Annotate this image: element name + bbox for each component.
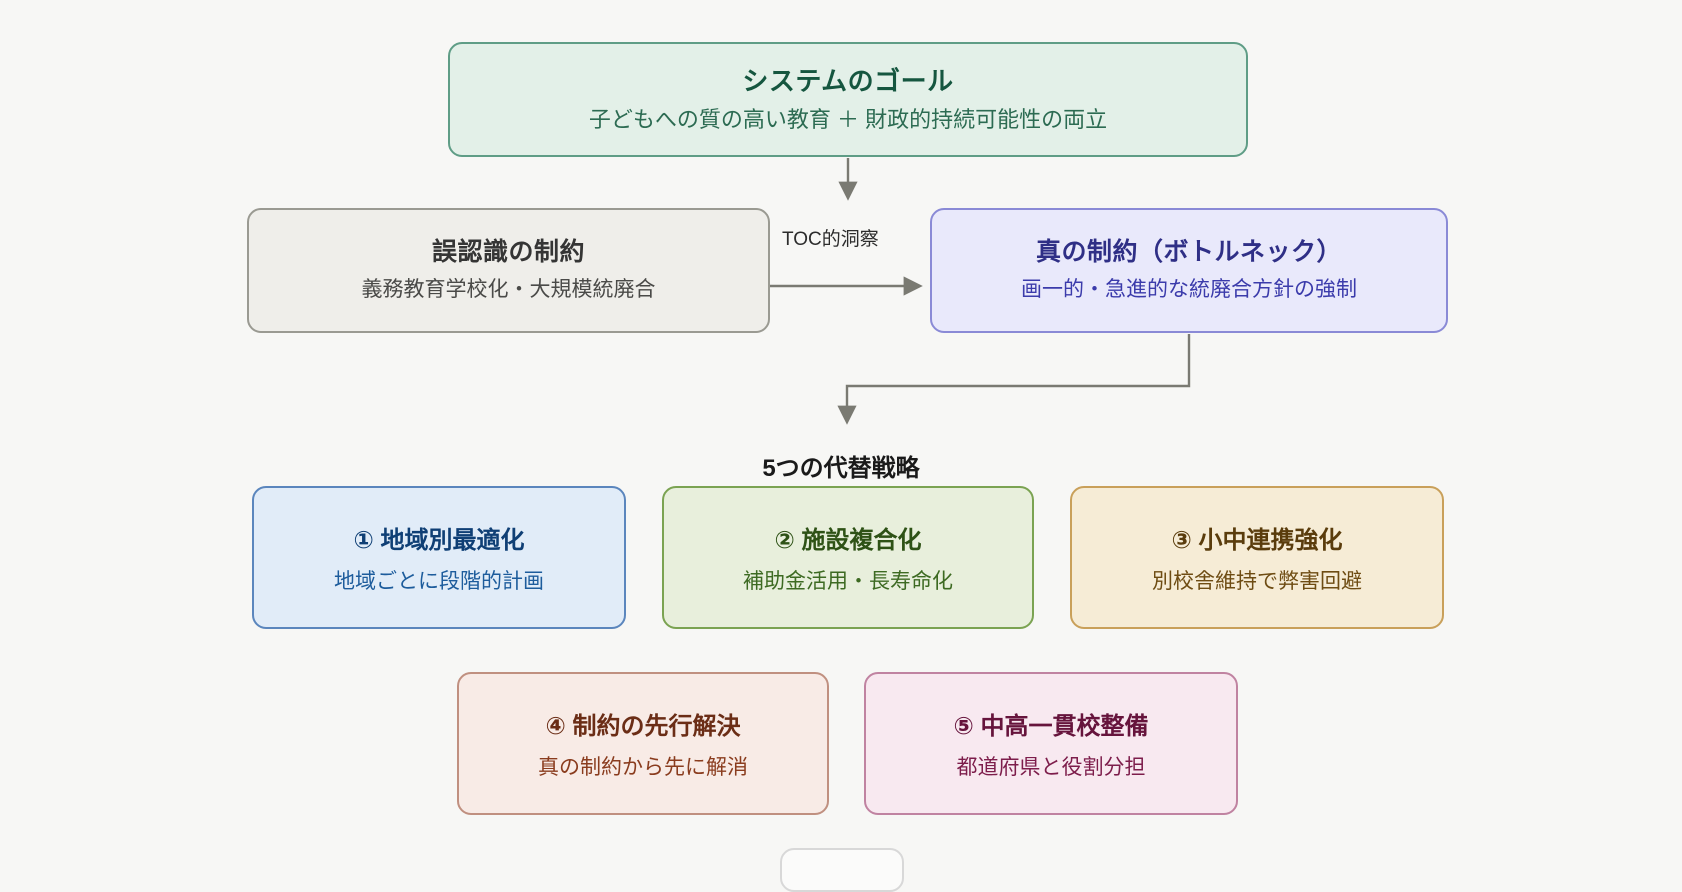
misperception-subtitle: 義務教育学校化・大規模統廃合	[361, 278, 656, 302]
strategy-card-1[interactable]: ① 地域別最適化 地域ごとに段階的計画	[252, 486, 626, 629]
strategy-2-title: ② 施設複合化	[774, 527, 922, 554]
section-title-strategies: 5つの代替戦略	[762, 455, 920, 482]
bottleneck-title: 真の制約（ボトルネック）	[1035, 238, 1342, 267]
goal-subtitle: 子どもへの質の高い教育 ＋ 財政的持続可能性の両立	[588, 107, 1108, 133]
strategy-4-title: ④ 制約の先行解決	[545, 713, 741, 740]
strategy-card-3[interactable]: ③ 小中連携強化 別校舎維持で弊害回避	[1070, 486, 1444, 629]
strategy-4-subtitle: 真の制約から先に解消	[538, 756, 748, 779]
strategy-3-title: ③ 小中連携強化	[1171, 527, 1343, 554]
strategy-5-title: ⑤ 中高一貫校整備	[953, 713, 1149, 740]
strategy-card-4[interactable]: ④ 制約の先行解決 真の制約から先に解消	[457, 672, 829, 815]
edge-label-toc-insight: TOC的洞察	[782, 229, 879, 250]
strategy-1-title: ① 地域別最適化	[353, 527, 525, 554]
goal-title: システムのゴール	[742, 66, 954, 97]
edge-bottleneck-to-strategies	[837, 334, 1191, 425]
diagram-canvas: システムのゴール 子どもへの質の高い教育 ＋ 財政的持続可能性の両立 誤認識の制…	[247, 42, 1448, 892]
node-true-constraint[interactable]: 真の制約（ボトルネック） 画一的・急進的な統廃合方針の強制	[930, 208, 1448, 333]
bottleneck-subtitle: 画一的・急進的な統廃合方針の強制	[1021, 278, 1357, 302]
strategy-card-5[interactable]: ⑤ 中高一貫校整備 都道府県と役割分担	[864, 672, 1238, 815]
strategy-1-subtitle: 地域ごとに段階的計画	[334, 570, 544, 593]
misperception-title: 誤認識の制約	[431, 238, 585, 267]
node-system-goal[interactable]: システムのゴール 子どもへの質の高い教育 ＋ 財政的持続可能性の両立	[448, 42, 1248, 157]
strategy-3-subtitle: 別校舎維持で弊害回避	[1152, 570, 1362, 593]
strategy-5-subtitle: 都道府県と役割分担	[956, 756, 1146, 779]
node-misperceived-constraint[interactable]: 誤認識の制約 義務教育学校化・大規模統廃合	[247, 208, 770, 333]
strategy-2-subtitle: 補助金活用・長寿命化	[743, 570, 953, 593]
strategy-card-2[interactable]: ② 施設複合化 補助金活用・長寿命化	[662, 486, 1034, 629]
node-clipped-below-fold	[780, 848, 904, 892]
